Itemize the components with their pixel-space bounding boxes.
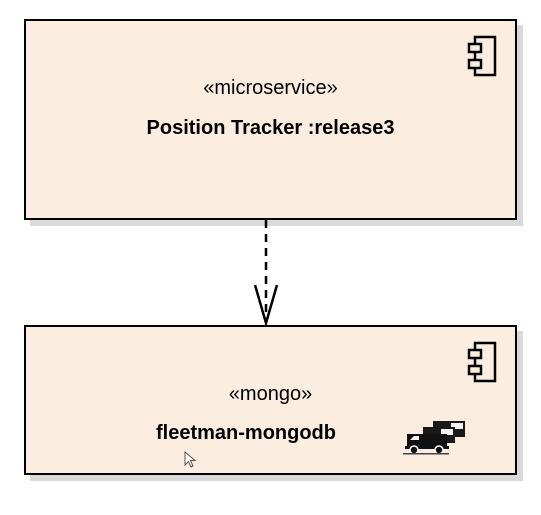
component-icon	[467, 35, 497, 77]
truck-fleet-icon	[403, 421, 465, 455]
component-stereotype: «microservice»	[203, 77, 338, 99]
component-name: fleetman-mongodb	[156, 422, 336, 444]
component-fleetman-mongodb[interactable]: «mongo» fleetman-mongodb	[24, 325, 517, 475]
component-name: Position Tracker :release3	[146, 117, 395, 139]
component-stereotype: «mongo»	[228, 383, 313, 405]
mouse-cursor-icon	[184, 451, 197, 468]
component-icon	[467, 341, 497, 383]
component-position-tracker[interactable]: «microservice» Position Tracker :release…	[24, 19, 517, 220]
dependency-arrowhead	[253, 284, 279, 328]
